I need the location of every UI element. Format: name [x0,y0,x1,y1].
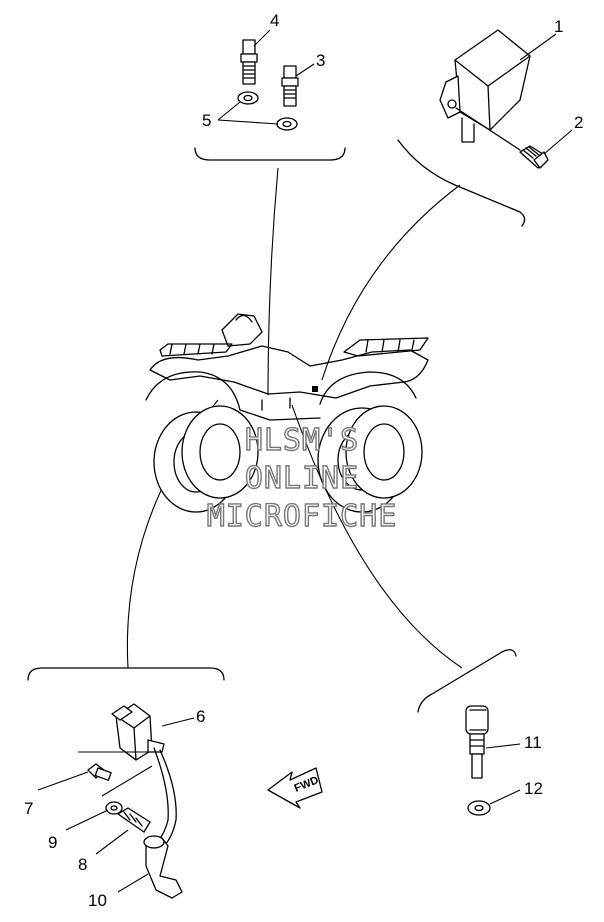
watermark: HLSM'S ONLINE MICROFICHE [206,422,398,534]
callout-numbers: 1 2 3 4 5 6 7 8 9 10 11 12 [24,11,583,910]
bolt-part-8 [117,807,151,833]
washer-part-9 [105,801,123,815]
watermark-line-1: HLSM'S [245,423,359,458]
washer-part-12 [467,800,491,816]
bracket-top-right [397,139,526,227]
atv-illustration [145,313,429,513]
callout-3: 3 [316,51,325,70]
bolt-part-2 [519,145,549,169]
sensor-part-11 [465,705,489,779]
bracket-bottom-left [27,667,225,681]
terminal-bolt-part-4 [240,39,258,85]
bracket-top-center [194,147,346,161]
callout-10: 10 [88,891,107,910]
fwd-arrow-icon: FWD [267,767,323,809]
callout-4: 4 [270,11,279,30]
callout-6: 6 [196,707,205,726]
callout-5: 5 [202,111,211,130]
spark-plug-cap-part-10 [143,835,183,899]
connector-lines [126,167,463,669]
callout-1: 1 [554,17,563,36]
watermark-line-2: ONLINE [245,461,359,496]
callout-7: 7 [24,799,33,818]
terminal-bolt-part-3 [281,65,299,107]
watermark-line-3: MICROFICHE [207,499,398,534]
callout-9: 9 [48,833,57,852]
callout-8: 8 [78,855,87,874]
callout-11: 11 [524,733,542,752]
bolt-part-7 [87,763,112,781]
callout-leaders [37,29,573,893]
callout-12: 12 [524,779,543,798]
bracket-bottom-right [417,649,517,713]
coil-reference-lines [78,751,153,797]
washer-part-5 [237,91,298,131]
cdi-unit-part-1 [439,29,531,151]
callout-2: 2 [574,113,583,132]
